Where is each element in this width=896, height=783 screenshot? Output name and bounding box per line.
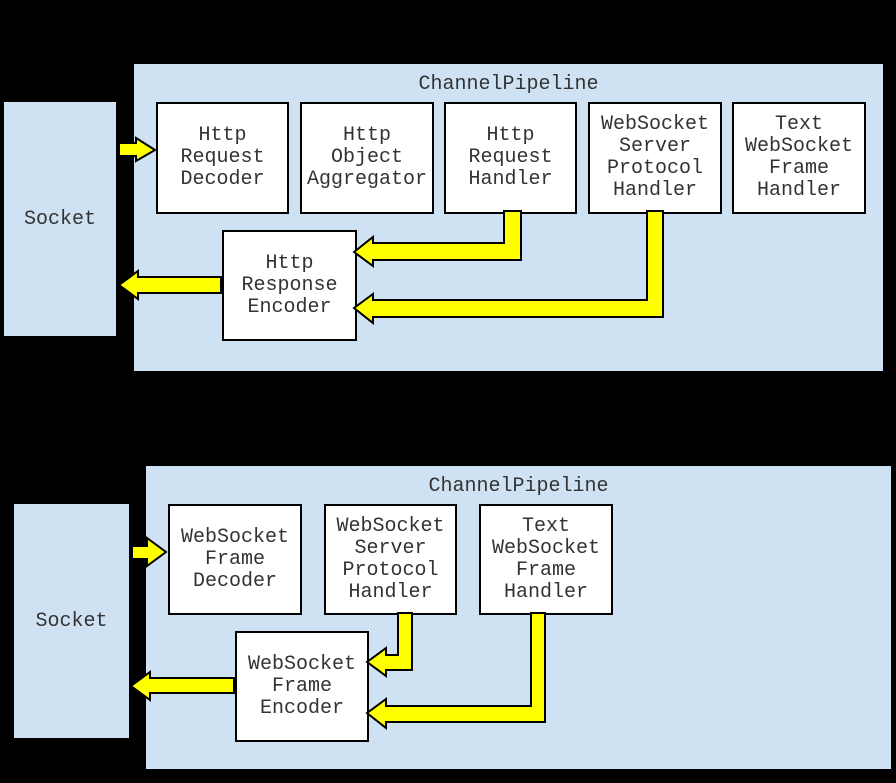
- handler-box-websocket-frame-encoder: WebSocket Frame Encoder: [235, 631, 369, 742]
- channel-pipeline-box-top: ChannelPipeline Http Request Decoder Htt…: [132, 62, 885, 373]
- handler-label: WebSocket Server Protocol Handler: [336, 514, 445, 604]
- handler-box-http-request-handler: Http Request Handler: [444, 102, 577, 214]
- handler-box-websocket-server-protocol-handler: WebSocket Server Protocol Handler: [324, 504, 457, 615]
- handler-label: WebSocket Frame Encoder: [247, 652, 357, 720]
- socket-box-top: Socket: [2, 100, 118, 338]
- socket-label: Socket: [35, 609, 108, 633]
- handler-label: Http Request Decoder: [180, 124, 265, 191]
- handler-label: Text WebSocket Frame Handler: [744, 113, 854, 202]
- handler-label: WebSocket Frame Decoder: [180, 525, 290, 593]
- channel-pipeline-box-bottom: ChannelPipeline WebSocket Frame Decoder …: [144, 464, 893, 771]
- channel-pipeline-title: ChannelPipeline: [418, 73, 599, 96]
- handler-label: Http Response Encoder: [241, 251, 338, 319]
- handler-box-websocket-frame-decoder: WebSocket Frame Decoder: [168, 504, 302, 615]
- handler-box-text-websocket-frame-handler: Text WebSocket Frame Handler: [732, 102, 866, 214]
- socket-box-bottom: Socket: [12, 502, 131, 740]
- handler-box-http-object-aggregator: Http Object Aggregator: [300, 102, 434, 214]
- handler-label: WebSocket Server Protocol Handler: [600, 113, 710, 202]
- handler-label: Http Object Aggregator: [306, 124, 428, 191]
- handler-box-http-request-decoder: Http Request Decoder: [156, 102, 289, 214]
- handler-label: Http Request Handler: [468, 124, 553, 191]
- handler-label: Text WebSocket Frame Handler: [491, 514, 601, 604]
- socket-label: Socket: [23, 207, 96, 231]
- handler-box-text-websocket-frame-handler: Text WebSocket Frame Handler: [479, 504, 613, 615]
- handler-box-http-response-encoder: Http Response Encoder: [222, 230, 357, 341]
- channel-pipeline-title: ChannelPipeline: [428, 475, 609, 498]
- handler-box-websocket-server-protocol-handler: WebSocket Server Protocol Handler: [588, 102, 722, 214]
